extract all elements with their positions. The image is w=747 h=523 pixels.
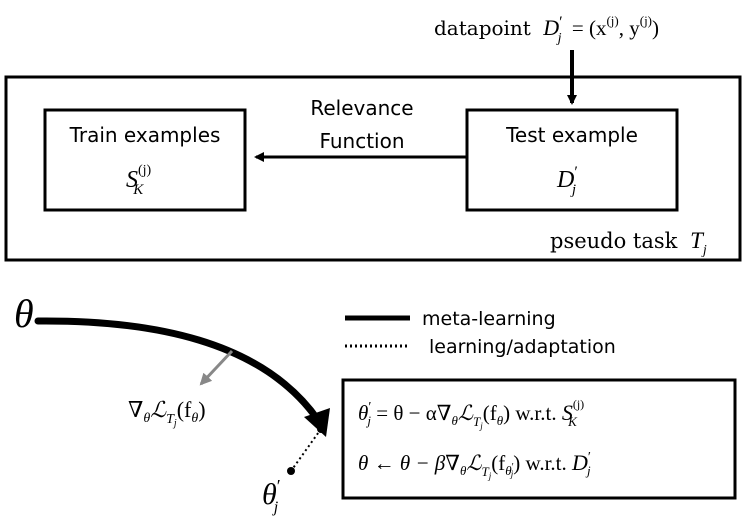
pseudo-task-symbol: T [690,228,705,253]
update-line-2: θ ← θ − β∇θℒTj(fθ′j) w.r.t. D′j [358,450,591,481]
legend: meta-learning learning/adaptation [345,308,616,358]
test-example-symbol: D′j [556,164,578,198]
update-line-1: θ′j = θ − α∇θℒTj(fθ) w.r.t. S(j)K [358,397,584,431]
theta-point [317,425,325,433]
test-example-sub: j [570,182,576,198]
train-set-sup: (j) [138,163,152,178]
theta-prime-point [287,467,295,475]
theta-prime-label: θ′j [262,476,281,516]
svg-text:datapoint D′j = (x: datapoint D′j = (x(j), y(j)) [434,13,659,47]
gradient-arrow [199,349,234,386]
train-set-sub: K [132,182,144,198]
train-examples-box [43,108,247,212]
legend-meta-label: meta-learning [422,308,556,330]
train-set-symbol: S(j)K [126,163,152,198]
gradient-label: ∇θℒTj(fθ) [128,397,206,429]
test-example-box [465,108,679,212]
datapoint-sub: j [556,31,562,46]
theta-label: θ [14,291,34,336]
datapoint-eq: = (x [572,16,607,40]
test-example-title: Test example [505,123,638,147]
datapoint-symbol: D [542,15,559,40]
legend-adapt-label: learning/adaptation [429,336,616,358]
datapoint-word: datapoint [434,16,531,40]
pseudo-task-sub: j [701,243,707,258]
adaptation-line [290,428,322,472]
meta-learning-curve [34,317,322,424]
relevance-label-line2: Function [319,129,404,153]
pseudo-task-box [4,75,742,262]
datapoint-sup1: (j) [606,13,618,28]
datapoint-close: ) [652,16,659,40]
update-box [341,378,737,500]
datapoint-sep: , y [619,16,641,40]
train-examples-title: Train examples [69,123,221,147]
datapoint-sup2: (j) [640,13,652,28]
datapoint-label: datapoint D′j = (x(j), y(j)) [434,13,659,47]
pseudo-task-label: pseudo task Tj [550,228,707,258]
relevance-label-line1: Relevance [310,96,413,120]
pseudo-task-word: pseudo task [550,229,678,253]
